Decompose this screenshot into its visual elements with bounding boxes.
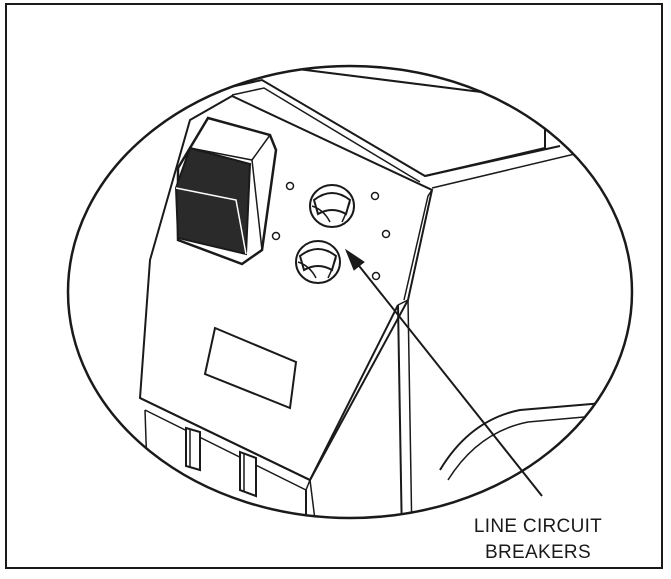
magnified-view (138, 66, 632, 518)
circuit-breaker-lower (295, 240, 341, 284)
figure-border (5, 3, 663, 569)
right-bracket (239, 450, 257, 498)
screw-hole (285, 181, 295, 191)
callout-label-line-1: LINE CIRCUIT (473, 516, 603, 537)
left-bracket (185, 426, 201, 472)
rating-plate (203, 326, 298, 410)
rear-curve (439, 399, 632, 471)
power-switch (174, 116, 278, 266)
screw-hole (381, 229, 391, 239)
enclosure-top (225, 66, 546, 178)
callout-label: LINE CIRCUIT BREAKERS (438, 514, 638, 566)
callout-arrow (344, 248, 543, 497)
callout-label-line-2: BREAKERS (485, 542, 591, 563)
screw-hole (271, 231, 281, 241)
screw-hole (371, 271, 381, 281)
screw-hole (370, 191, 380, 201)
circuit-breaker-upper (309, 184, 355, 228)
magnifier-circle (66, 64, 634, 520)
